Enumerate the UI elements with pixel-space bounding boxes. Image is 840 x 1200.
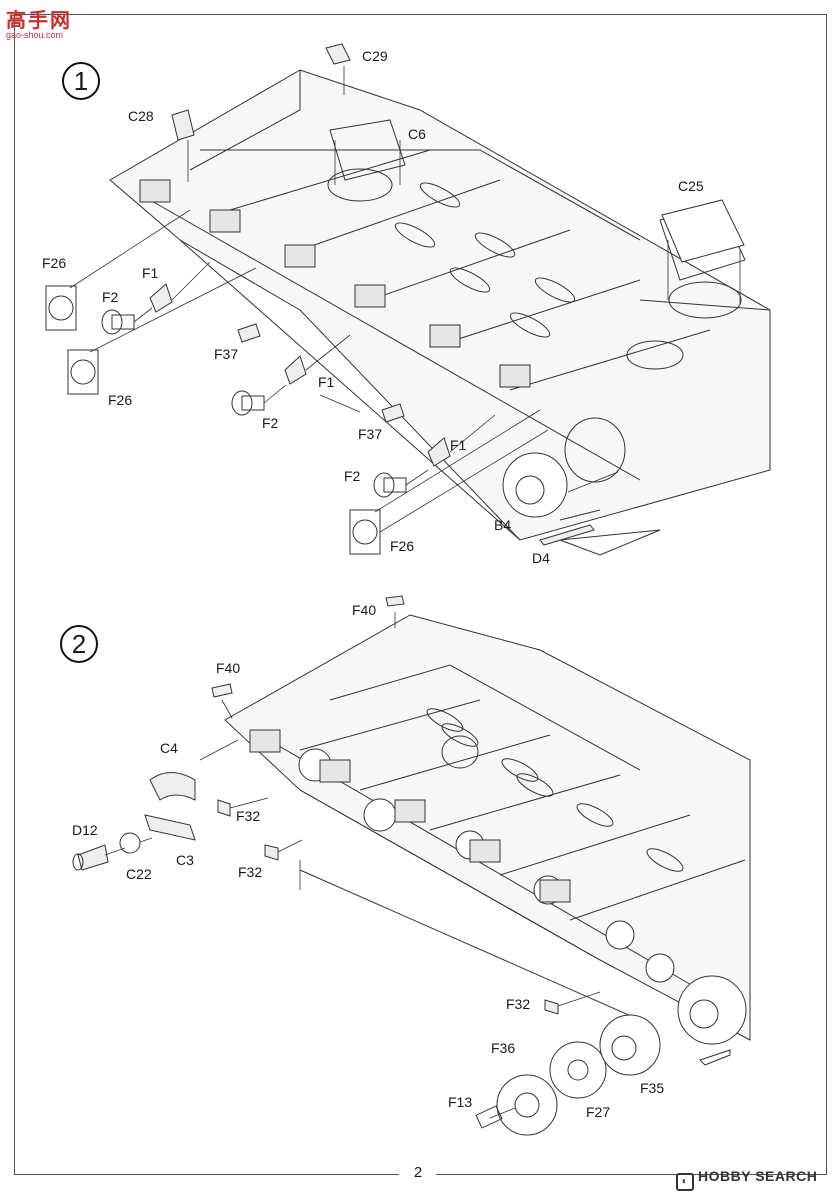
hobby-search-icon: ◐ — [676, 1173, 694, 1191]
part-label-b4: B4 — [494, 517, 512, 533]
step1-parts — [45, 43, 745, 555]
part-label-d12: D12 — [72, 822, 98, 838]
part-label-f1: F1 — [450, 437, 467, 453]
page-frame-bottom-left — [14, 1174, 399, 1175]
part-label-c22: C22 — [126, 866, 152, 882]
part-label-f13: F13 — [448, 1094, 473, 1110]
page-frame-top — [14, 14, 827, 15]
part-label-f2: F2 — [102, 289, 119, 305]
part-label-f37: F37 — [358, 426, 383, 442]
step2-leaders — [104, 612, 601, 1119]
part-label-c29: C29 — [362, 48, 388, 64]
step-number-2: 2 — [60, 625, 98, 663]
part-label-f32: F32 — [506, 996, 531, 1012]
watermark-logo-bottom: ◐HOBBY SEARCH — [676, 1168, 817, 1191]
part-label-c4: C4 — [160, 740, 178, 756]
part-label-f40: F40 — [216, 660, 241, 676]
part-label-c3: C3 — [176, 852, 194, 868]
part-label-f1: F1 — [142, 265, 159, 281]
part-label-f40: F40 — [352, 602, 377, 618]
part-label-f32: F32 — [238, 864, 263, 880]
part-label-f27: F27 — [586, 1104, 611, 1120]
page-frame-bottom-right — [436, 1174, 827, 1175]
watermark-logo-top: 高手网 gao-shou.com — [6, 10, 72, 40]
step2-hull — [224, 614, 751, 1066]
part-label-f2: F2 — [262, 415, 279, 431]
step2-parts — [72, 595, 661, 1136]
part-label-f36: F36 — [491, 1040, 516, 1056]
part-label-f37: F37 — [214, 346, 239, 362]
part-label-f32: F32 — [236, 808, 261, 824]
part-label-f2: F2 — [344, 468, 361, 484]
part-label-c28: C28 — [128, 108, 154, 124]
step-number-1: 1 — [62, 62, 100, 100]
part-label-f26: F26 — [42, 255, 67, 271]
page-frame-right — [826, 14, 827, 1174]
part-label-c6: C6 — [408, 126, 426, 142]
part-label-f26: F26 — [390, 538, 415, 554]
page-frame-left — [14, 14, 15, 1174]
step1-hull — [109, 69, 771, 556]
part-label-f26: F26 — [108, 392, 133, 408]
part-label-c25: C25 — [678, 178, 704, 194]
part-label-d4: D4 — [532, 550, 550, 566]
step1-leaders — [69, 66, 741, 533]
page-number: 2 — [413, 1164, 423, 1181]
part-label-f1: F1 — [318, 374, 335, 390]
part-label-f35: F35 — [640, 1080, 665, 1096]
